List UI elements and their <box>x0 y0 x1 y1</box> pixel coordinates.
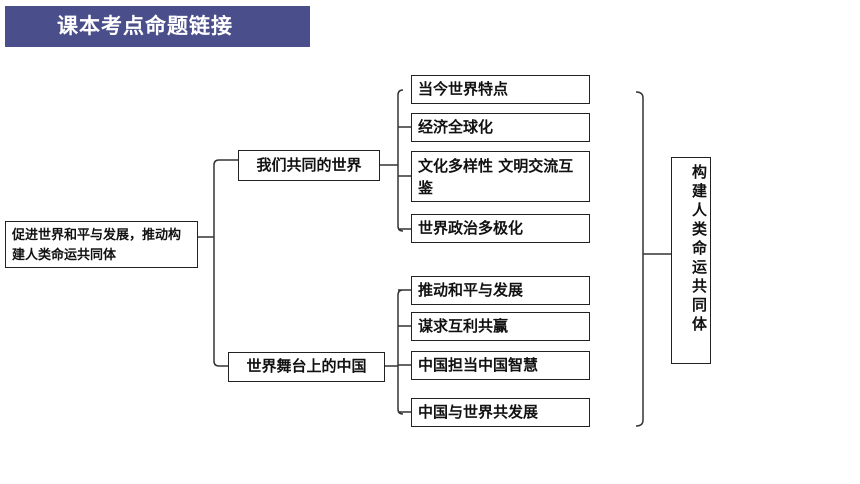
branch2-brace <box>385 289 411 415</box>
summary-label: 构建人类命运共同体 <box>690 164 708 335</box>
leaf-node: 中国担当中国智慧 <box>411 351 590 380</box>
branch1-brace <box>380 89 411 232</box>
leaf-node: 推动和平与发展 <box>411 276 590 305</box>
leaf-node: 谋求互利共赢 <box>411 312 590 341</box>
root-node: 促进世界和平与发展，推动构建人类命运共同体 <box>5 221 198 268</box>
root-brace <box>198 159 238 367</box>
branch-node-world: 我们共同的世界 <box>238 150 380 181</box>
branch-node-china: 世界舞台上的中国 <box>228 352 385 382</box>
summary-node: 构建人类命运共同体 <box>671 157 711 364</box>
summary-brace <box>635 91 671 427</box>
leaf-node: 经济全球化 <box>411 113 590 142</box>
leaf-node: 文化多样性 文明交流互鉴 <box>411 151 590 202</box>
page-title: 课本考点命题链接 <box>5 6 310 47</box>
leaf-node: 世界政治多极化 <box>411 214 590 243</box>
leaf-node: 当今世界特点 <box>411 75 590 104</box>
leaf-node: 中国与世界共发展 <box>411 398 590 427</box>
